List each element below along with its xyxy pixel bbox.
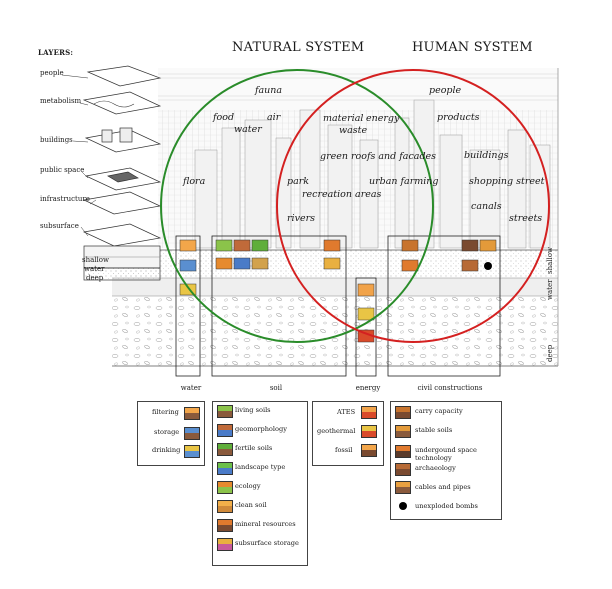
- civil-icon-group: [401, 239, 497, 272]
- term-energy: energy: [366, 113, 400, 124]
- carry-capacity-icon: [395, 406, 411, 419]
- ecology-icon: [217, 481, 233, 494]
- legend-energy: ATES geothermal fossil: [312, 401, 384, 466]
- term-air: air: [267, 112, 281, 123]
- energy-icon-group: [357, 283, 375, 343]
- term-recreation-areas: recreation areas: [302, 189, 382, 200]
- living-soils-icon: [217, 405, 233, 418]
- mineral-resources-icon: [217, 519, 233, 532]
- water-icon-group: [179, 239, 197, 296]
- legend-energy-geothermal: geothermal: [317, 427, 356, 435]
- bomb-icon: [484, 262, 492, 270]
- legend-soil-fertile-soils: fertile soils: [235, 444, 273, 452]
- legend-soil-geomorphology: geomorphology: [235, 425, 287, 433]
- geomorphology-icon: [217, 424, 233, 437]
- term-fauna: fauna: [255, 85, 283, 96]
- legend-water-storage: storage: [154, 428, 180, 436]
- side-label-water: water: [546, 279, 554, 300]
- legend-soil-landscape-type: landscape type: [235, 463, 286, 471]
- legend-civil-archaeology: archaeology: [415, 464, 456, 472]
- term-green-roofs: green roofs and facades: [320, 151, 437, 162]
- layer-depth-shallow: shallow: [82, 256, 109, 264]
- layer-label-buildings: buildings: [40, 136, 73, 144]
- legend-energy-ates: ATES: [337, 408, 356, 416]
- column-label-civil: civil constructions: [417, 384, 483, 392]
- ates-icon: [361, 406, 377, 419]
- column-label-water: water: [180, 384, 202, 392]
- term-streets: streets: [509, 213, 543, 224]
- side-label-deep: deep: [546, 344, 554, 362]
- legend-civil: carry capacity stable soils undergound s…: [390, 401, 502, 520]
- human-system-circle: [276, 69, 550, 343]
- underground-space-icon: [395, 445, 411, 458]
- term-flora: flora: [183, 176, 206, 187]
- legend-civil-underground-space: undergound space technology: [415, 446, 477, 462]
- fertile-soils-icon: [217, 443, 233, 456]
- legend-civil-stable-soils: stable soils: [415, 426, 453, 434]
- legend-civil-carry-capacity: carry capacity: [415, 407, 463, 415]
- human-system-title: HUMAN SYSTEM: [412, 40, 533, 55]
- layer-label-subsurface: subsurface: [40, 222, 79, 230]
- layer-label-public-space: public space: [40, 166, 85, 174]
- legend-soil-subsurface-storage: subsurface storage: [235, 539, 299, 547]
- column-label-energy: energy: [355, 384, 381, 392]
- term-products: products: [437, 112, 480, 123]
- term-urban-farming: urban farming: [369, 176, 439, 187]
- subsurface-storage-icon: [217, 538, 233, 551]
- unexploded-bomb-icon: [399, 502, 407, 510]
- stable-soils-icon: [395, 425, 411, 438]
- term-waste: waste: [339, 125, 368, 136]
- fossil-icon: [361, 444, 377, 457]
- legend-soil-ecology: ecology: [235, 482, 261, 490]
- legend-soil: living soils geomorphology fertile soils…: [212, 401, 308, 566]
- legend-soil-clean-soil: clean soil: [235, 501, 267, 509]
- legend-soil-mineral-resources: mineral resources: [235, 520, 296, 528]
- filtering-icon: [184, 407, 200, 420]
- legend-civil-cables-pipes: cables and pipes: [415, 483, 471, 491]
- term-rivers: rivers: [287, 213, 315, 224]
- term-canals: canals: [471, 201, 502, 212]
- term-park: park: [287, 176, 310, 187]
- layer-label-infrastructure: infrastructure: [40, 195, 90, 203]
- column-icons: [179, 239, 497, 343]
- term-buildings: buildings: [464, 150, 509, 161]
- clean-soil-icon: [217, 500, 233, 513]
- column-label-soil: soil: [269, 384, 283, 392]
- city-skyline: [158, 68, 558, 249]
- geothermal-icon: [361, 425, 377, 438]
- layer-label-metabolism: metabolism: [40, 97, 82, 105]
- legend-soil-living-soils: living soils: [235, 406, 271, 414]
- layer-stack: [82, 65, 162, 281]
- layers-title: LAYERS:: [38, 48, 74, 57]
- legend-water: filtering storage drinking: [137, 401, 205, 466]
- legend-water-drinking: drinking: [152, 446, 181, 454]
- layer-depth-water: water: [84, 265, 105, 273]
- term-shopping-street: shopping street: [469, 176, 545, 187]
- side-label-shallow: shallow: [546, 247, 554, 274]
- natural-system-circle: [160, 69, 434, 343]
- legend-energy-fossil: fossil: [335, 446, 353, 454]
- term-people: people: [429, 85, 462, 96]
- soil-icon-group: [215, 239, 341, 270]
- cables-pipes-icon: [395, 481, 411, 494]
- legend-water-filtering: filtering: [152, 408, 179, 416]
- landscape-type-icon: [217, 462, 233, 475]
- legend-civil-unexploded-bombs: unexploded bombs: [415, 502, 478, 510]
- drinking-icon: [184, 445, 200, 458]
- natural-system-title: NATURAL SYSTEM: [232, 40, 365, 55]
- layer-leader-lines: [61, 74, 97, 237]
- layer-depth-deep: deep: [86, 274, 104, 282]
- term-water: water: [234, 124, 262, 135]
- storage-icon: [184, 427, 200, 440]
- layer-label-people: people: [40, 69, 64, 77]
- term-food: food: [213, 112, 235, 123]
- archaeology-icon: [395, 463, 411, 476]
- term-material: material: [323, 113, 364, 124]
